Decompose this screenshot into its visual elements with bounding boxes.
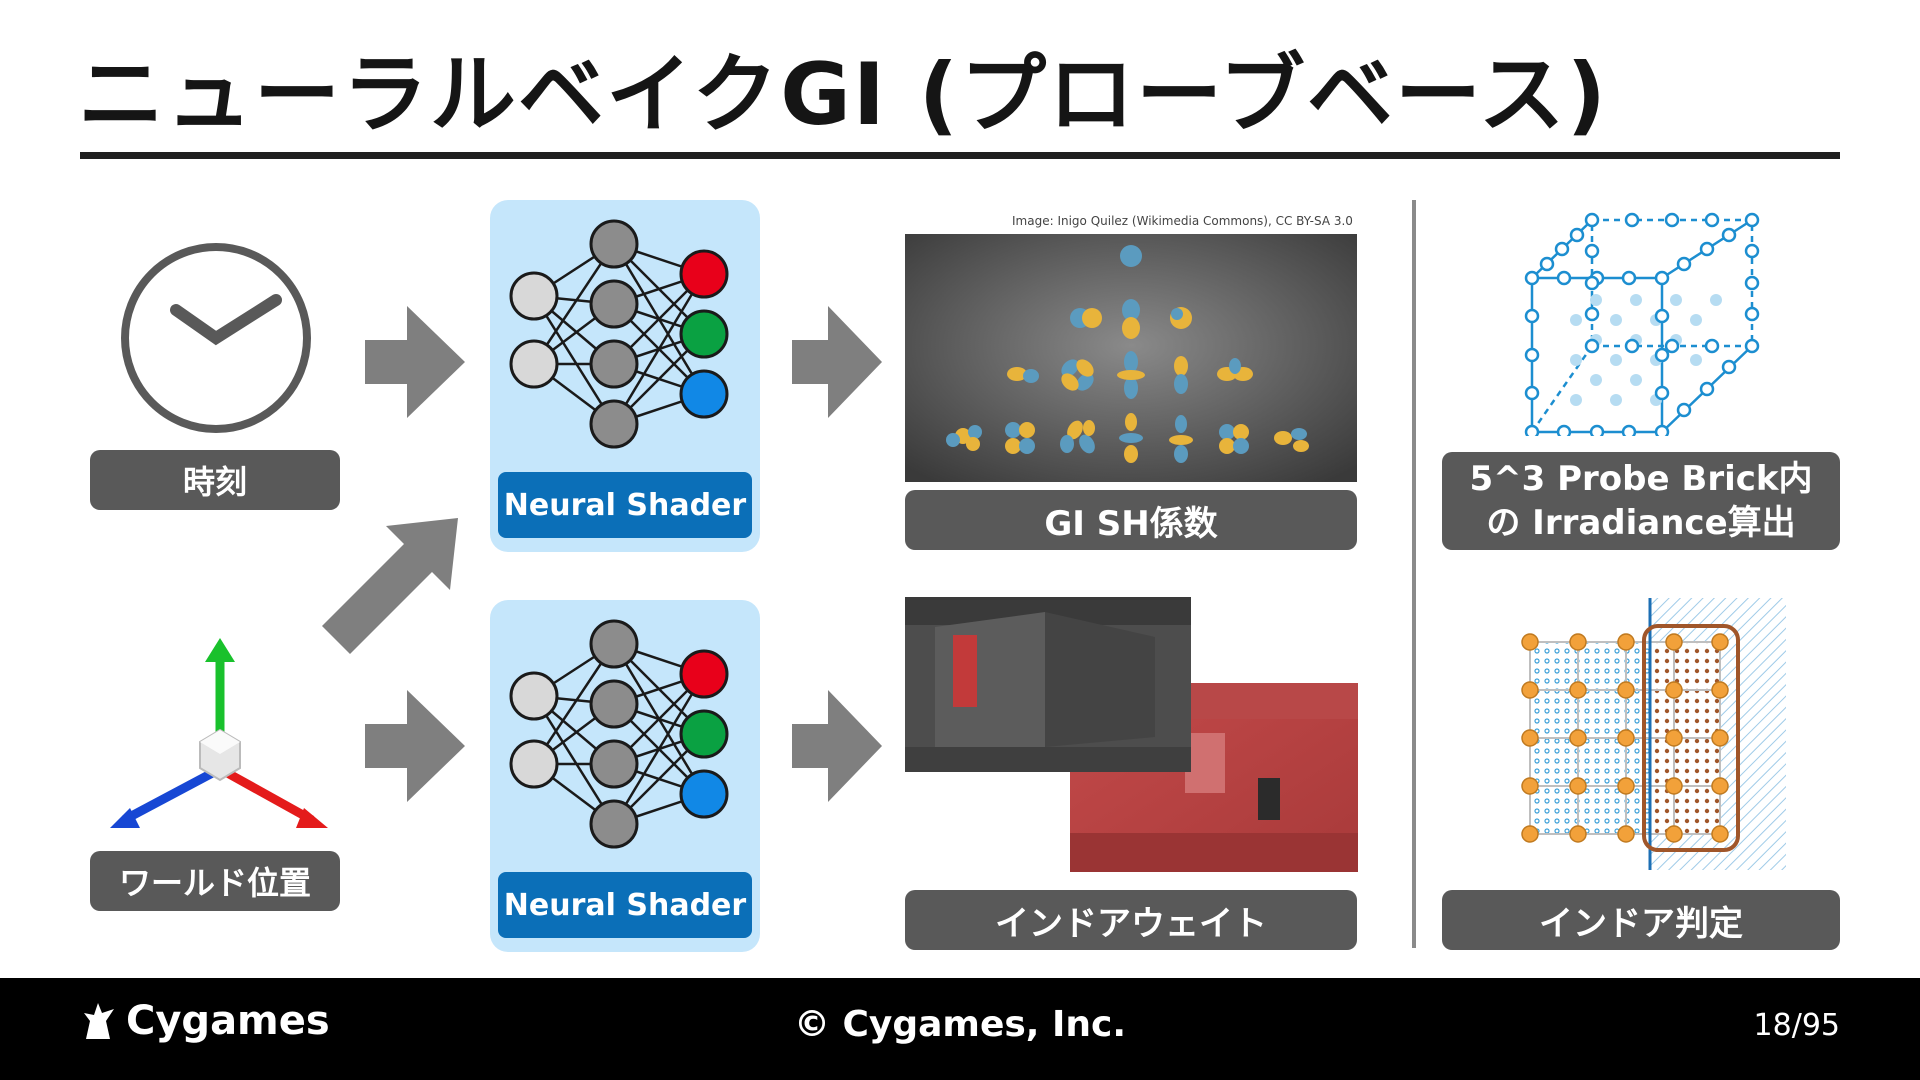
probe-brick-label-line1: 5^3 Probe Brick内 — [1469, 459, 1813, 499]
indoor-weight-image-gray — [905, 597, 1191, 772]
sh-coefficients-label: GI SH係数 — [905, 490, 1357, 550]
world-position-label: ワールド位置 — [90, 851, 340, 911]
footer-logo: Cygames — [80, 998, 330, 1044]
arrow-right-icon — [365, 690, 465, 802]
title-underline — [80, 152, 1840, 159]
neural-shader-label: Neural Shader — [498, 872, 752, 938]
arrow-right-icon — [365, 306, 465, 418]
neural-shader-panel: Neural Shader — [490, 600, 760, 952]
footer-logo-text: Cygames — [126, 998, 330, 1044]
probe-brick-label-line2: の Irradiance算出 — [1486, 503, 1796, 543]
neural-network-icon — [509, 219, 729, 449]
time-label: 時刻 — [90, 450, 340, 510]
arrow-right-icon — [792, 306, 882, 418]
indoor-weight-label: インドアウェイト — [905, 890, 1357, 950]
neural-network-icon — [509, 619, 729, 849]
arrow-diagonal-icon — [322, 518, 458, 654]
probe-brick-label: 5^3 Probe Brick内 の Irradiance算出 — [1442, 452, 1840, 550]
arrow-right-icon — [792, 690, 882, 802]
neural-shader-label: Neural Shader — [498, 472, 752, 538]
copyright: © Cygames, Inc. — [793, 1004, 1127, 1045]
spherical-harmonics-image — [905, 234, 1357, 482]
indoor-test-label: インドア判定 — [1442, 890, 1840, 950]
indoor-test-diagram — [1521, 598, 1786, 870]
page-title: ニューラルベイクGI (プローブベース) — [78, 45, 1608, 145]
image-credit: Image: Inigo Quilez (Wikimedia Commons),… — [1012, 214, 1353, 228]
page-number: 18/95 — [1753, 1008, 1840, 1043]
indoor-weight-image-red — [1070, 683, 1358, 872]
clock-icon — [121, 243, 311, 433]
neural-shader-panel: Neural Shader — [490, 200, 760, 552]
world-axes-icon — [110, 638, 328, 828]
column-divider — [1412, 200, 1416, 948]
probe-brick-cube — [1524, 212, 1760, 436]
footer-bar — [0, 978, 1920, 1080]
cygames-logo-icon — [84, 1003, 114, 1039]
